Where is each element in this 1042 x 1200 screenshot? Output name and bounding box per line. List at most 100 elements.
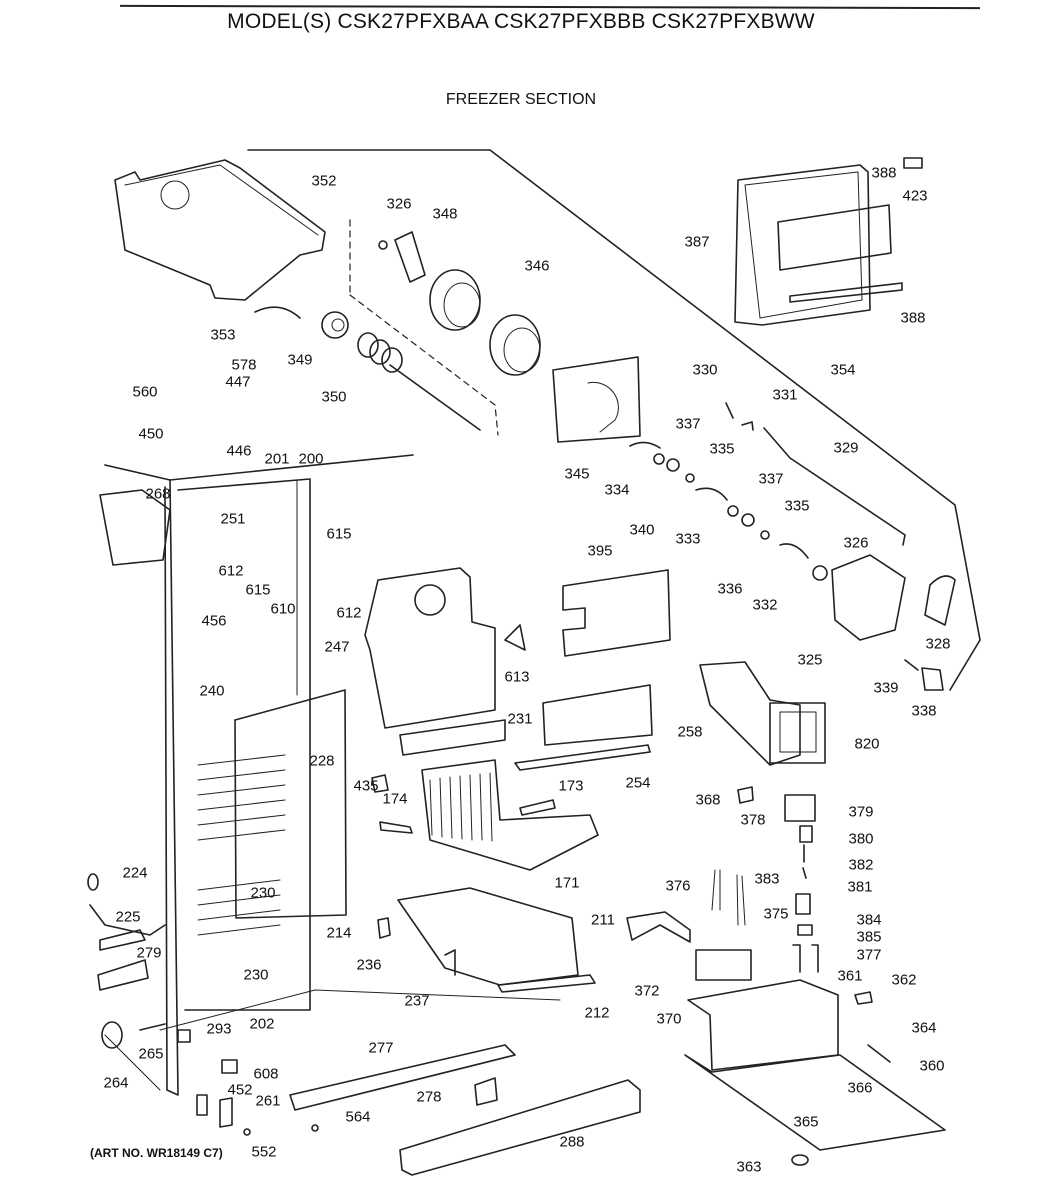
part-number-447: 447	[225, 373, 251, 391]
part-number-174: 174	[382, 790, 408, 808]
cap-363	[791, 1154, 809, 1166]
part-number-378: 378	[740, 811, 766, 829]
gear-340	[666, 458, 680, 472]
solenoid-378	[784, 794, 816, 822]
screw-564	[311, 1124, 319, 1132]
pin-265	[139, 1023, 166, 1031]
part-number-214: 214	[326, 924, 352, 942]
part-number-333: 333	[675, 530, 701, 548]
part-number-363: 363	[736, 1158, 762, 1176]
part-number-366: 366	[847, 1079, 873, 1097]
part-number-552: 552	[251, 1143, 277, 1161]
part-number-201: 201	[264, 450, 290, 468]
part-number-212: 212	[584, 1004, 610, 1022]
part-number-395: 395	[587, 542, 613, 560]
harness-376	[711, 869, 721, 911]
part-number-268: 268	[145, 485, 171, 503]
motor-370	[695, 949, 752, 981]
cam-328	[924, 575, 956, 626]
art-number: (ART NO. WR18149 C7)	[90, 1146, 223, 1160]
gear-334	[629, 441, 661, 449]
motor-bracket-361	[687, 979, 839, 1071]
part-number-326: 326	[386, 195, 412, 213]
spring-337a	[653, 453, 665, 465]
motor-housing-325	[831, 554, 906, 641]
bushing-383	[795, 893, 811, 915]
freezer-bin-211	[397, 887, 596, 993]
washer-335a	[685, 473, 695, 483]
tube-225	[89, 904, 166, 936]
part-number-338: 338	[911, 702, 937, 720]
lever-332	[779, 543, 809, 559]
grille-288	[399, 1079, 641, 1176]
fan-shroud-247	[364, 567, 496, 729]
part-number-370: 370	[656, 1010, 682, 1028]
part-number-382: 382	[848, 856, 874, 874]
part-number-236: 236	[356, 956, 382, 974]
part-number-362: 362	[891, 971, 917, 989]
clip-331	[741, 421, 754, 431]
part-number-173: 173	[558, 777, 584, 795]
spring-364	[867, 1044, 891, 1063]
part-number-368: 368	[695, 791, 721, 809]
dispenser-frame-387	[734, 164, 903, 326]
part-number-340: 340	[629, 521, 655, 539]
cover-379	[799, 825, 813, 843]
detail-box-268	[99, 489, 171, 566]
part-number-346: 346	[524, 257, 550, 275]
part-number-384: 384	[856, 911, 882, 929]
part-number-337: 337	[758, 470, 784, 488]
washer-326	[378, 240, 388, 250]
hinge-293	[177, 1029, 191, 1043]
screw-330	[725, 402, 734, 419]
bracket-338	[921, 667, 944, 691]
part-number-228: 228	[309, 752, 335, 770]
part-number-334: 334	[604, 481, 630, 499]
part-number-337: 337	[675, 415, 701, 433]
part-number-388: 388	[871, 164, 897, 182]
part-number-612: 612	[336, 604, 362, 622]
part-number-230: 230	[250, 884, 276, 902]
part-number-380: 380	[848, 830, 874, 848]
part-number-251: 251	[220, 510, 246, 528]
part-number-200: 200	[298, 450, 324, 468]
part-number-325: 325	[797, 651, 823, 669]
part-number-224: 224	[122, 864, 148, 882]
part-number-264: 264	[103, 1074, 129, 1092]
part-number-610: 610	[270, 600, 296, 618]
mounting-plate-345	[552, 356, 641, 443]
part-number-345: 345	[564, 465, 590, 483]
switch-384	[797, 924, 813, 936]
part-number-258: 258	[677, 723, 703, 741]
part-number-211: 211	[591, 911, 615, 929]
part-number-615: 615	[245, 581, 271, 599]
cap-264	[101, 1021, 123, 1049]
part-number-353: 353	[210, 326, 236, 344]
cover-panel-395	[562, 569, 671, 657]
shim-452	[196, 1094, 208, 1116]
grommet-224	[87, 873, 99, 891]
part-number-171: 171	[554, 874, 580, 892]
part-number-383: 383	[754, 870, 780, 888]
part-number-330: 330	[692, 361, 718, 379]
base-plate-360	[684, 1054, 946, 1151]
hinge-261	[219, 1097, 233, 1128]
page-title: MODEL(S) CSK27PFXBAA CSK27PFXBBB CSK27PF…	[227, 10, 815, 33]
part-number-339: 339	[873, 679, 899, 697]
part-number-277: 277	[368, 1039, 394, 1057]
part-number-387: 387	[684, 233, 710, 251]
part-number-335: 335	[709, 440, 735, 458]
part-number-349: 349	[287, 351, 313, 369]
shelf-258	[542, 684, 653, 746]
rail-254	[514, 744, 651, 771]
part-number-615: 615	[326, 525, 352, 543]
part-number-335: 335	[784, 497, 810, 515]
part-number-332: 332	[752, 596, 778, 614]
bin-front-212	[497, 974, 596, 993]
part-number-578: 578	[231, 356, 257, 374]
bushing-326	[812, 565, 828, 581]
clip-435	[371, 774, 389, 793]
clip-236	[377, 917, 391, 939]
part-number-375: 375	[763, 905, 789, 923]
